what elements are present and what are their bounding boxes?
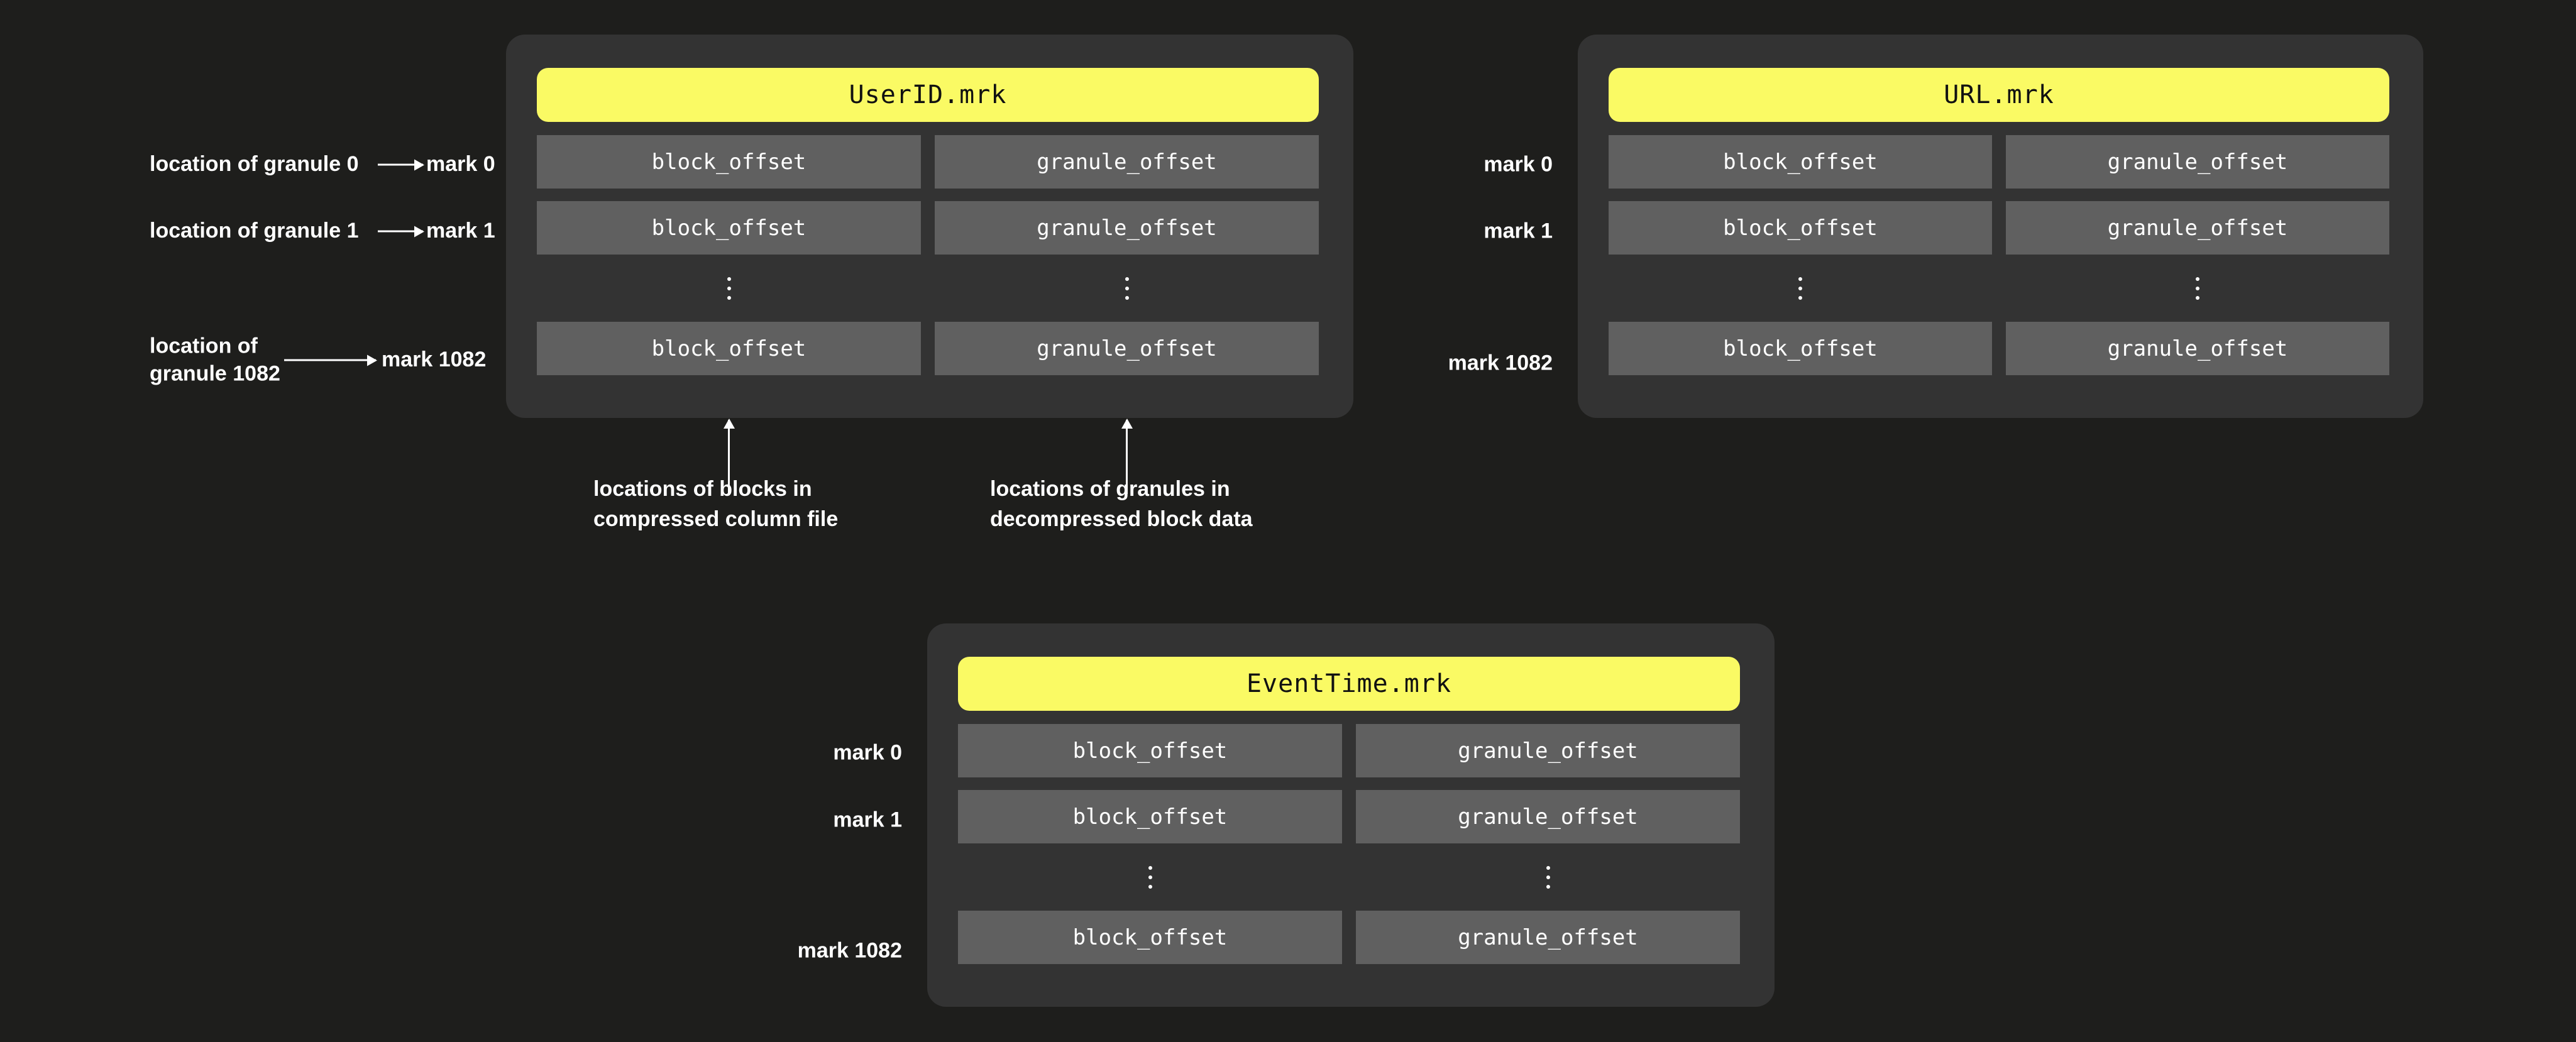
ellipsis-block-column (537, 255, 921, 322)
row-column-gap (1342, 843, 1356, 911)
callout-arrow-granules (1126, 420, 1128, 494)
row-column-gap (1992, 201, 2006, 255)
cell-block-offset: block_offset (537, 322, 921, 375)
granule-mapping-2-arrow (284, 359, 376, 361)
granule-mapping-2-source: location of granule 1082 (150, 334, 280, 385)
cell-block-offset: block_offset (958, 790, 1342, 843)
cell-block-offset: block_offset (537, 201, 921, 255)
table-row: block_offset granule_offset (537, 322, 1319, 375)
table-row: block_offset granule_offset (958, 724, 1740, 777)
row-column-gap (921, 322, 935, 375)
mrk-card-userid-rows: block_offset granule_offset block_offset… (537, 135, 1319, 375)
cell-granule-offset: granule_offset (935, 201, 1319, 255)
ellipsis-block-column (958, 843, 1342, 911)
ellipsis-granule-column (1356, 843, 1740, 911)
table-row: block_offset granule_offset (1609, 322, 2389, 375)
cell-block-offset: block_offset (1609, 201, 1992, 255)
row-column-gap (921, 255, 935, 322)
row-column-gap (1342, 790, 1356, 843)
row-column-gap (1992, 255, 2006, 322)
granule-mapping-2-target: mark 1082 (382, 348, 487, 372)
mark-label-url-0: mark 0 (1483, 152, 1553, 177)
mrk-card-userid: UserID.mrk block_offset granule_offset b… (506, 35, 1353, 418)
vertical-ellipsis-icon (2196, 277, 2199, 300)
row-spacer (1609, 189, 2389, 201)
mrk-card-url-title: URL.mrk (1609, 68, 2389, 122)
granule-mapping-1-target: mark 1 (426, 219, 495, 243)
cell-block-offset: block_offset (958, 911, 1342, 964)
cell-granule-offset: granule_offset (1356, 724, 1740, 777)
cell-granule-offset: granule_offset (1356, 790, 1740, 843)
cell-block-offset: block_offset (958, 724, 1342, 777)
mark-label-url-1: mark 1 (1483, 219, 1553, 243)
vertical-ellipsis-icon (1125, 277, 1129, 300)
row-column-gap (921, 201, 935, 255)
vertical-ellipsis-icon (1798, 277, 1802, 300)
cell-granule-offset: granule_offset (935, 135, 1319, 189)
vertical-ellipsis-icon (727, 277, 731, 300)
mrk-card-eventtime-rows: block_offset granule_offset block_offset… (958, 724, 1740, 964)
vertical-ellipsis-icon (1148, 865, 1152, 889)
cell-granule-offset: granule_offset (2006, 322, 2389, 375)
mrk-card-url-rows: block_offset granule_offset block_offset… (1609, 135, 2389, 375)
cell-granule-offset: granule_offset (935, 322, 1319, 375)
ellipsis-row (958, 843, 1740, 911)
ellipsis-granule-column (2006, 255, 2389, 322)
ellipsis-block-column (1609, 255, 1992, 322)
row-column-gap (1342, 724, 1356, 777)
ellipsis-row (537, 255, 1319, 322)
callout-arrow-blocks (728, 420, 730, 494)
granule-mapping-1-source: location of granule 1 (150, 219, 359, 243)
table-row: block_offset granule_offset (958, 911, 1740, 964)
mark-label-url-1082: mark 1082 (1448, 351, 1553, 375)
cell-granule-offset: granule_offset (1356, 911, 1740, 964)
row-spacer (958, 777, 1740, 790)
row-column-gap (1992, 322, 2006, 375)
granule-mapping-0-source: location of granule 0 (150, 152, 359, 177)
cell-granule-offset: granule_offset (2006, 201, 2389, 255)
ellipsis-granule-column (935, 255, 1319, 322)
cell-granule-offset: granule_offset (2006, 135, 2389, 189)
table-row: block_offset granule_offset (1609, 201, 2389, 255)
granule-mapping-1-arrow (378, 230, 423, 233)
mrk-card-userid-title: UserID.mrk (537, 68, 1319, 122)
vertical-ellipsis-icon (1546, 865, 1550, 889)
row-column-gap (921, 135, 935, 189)
cell-block-offset: block_offset (1609, 322, 1992, 375)
mark-label-eventtime-1082: mark 1082 (797, 938, 902, 963)
callout-granules-text: locations of granules in decompressed bl… (990, 477, 1253, 532)
callout-blocks-text: locations of blocks in compressed column… (593, 477, 839, 532)
row-column-gap (1992, 135, 2006, 189)
mrk-card-eventtime-title: EventTime.mrk (958, 657, 1740, 711)
mark-label-eventtime-1: mark 1 (833, 808, 902, 832)
table-row: block_offset granule_offset (537, 135, 1319, 189)
cell-block-offset: block_offset (1609, 135, 1992, 189)
granule-mapping-0-arrow (378, 163, 423, 166)
table-row: block_offset granule_offset (958, 790, 1740, 843)
mark-label-eventtime-0: mark 0 (833, 740, 902, 765)
mrk-card-eventtime: EventTime.mrk block_offset granule_offse… (927, 623, 1775, 1007)
cell-block-offset: block_offset (537, 135, 921, 189)
table-row: block_offset granule_offset (1609, 135, 2389, 189)
mrk-card-url: URL.mrk block_offset granule_offset bloc… (1578, 35, 2423, 418)
table-row: block_offset granule_offset (537, 201, 1319, 255)
row-spacer (537, 189, 1319, 201)
granule-mapping-0-target: mark 0 (426, 152, 495, 177)
row-column-gap (1342, 911, 1356, 964)
ellipsis-row (1609, 255, 2389, 322)
